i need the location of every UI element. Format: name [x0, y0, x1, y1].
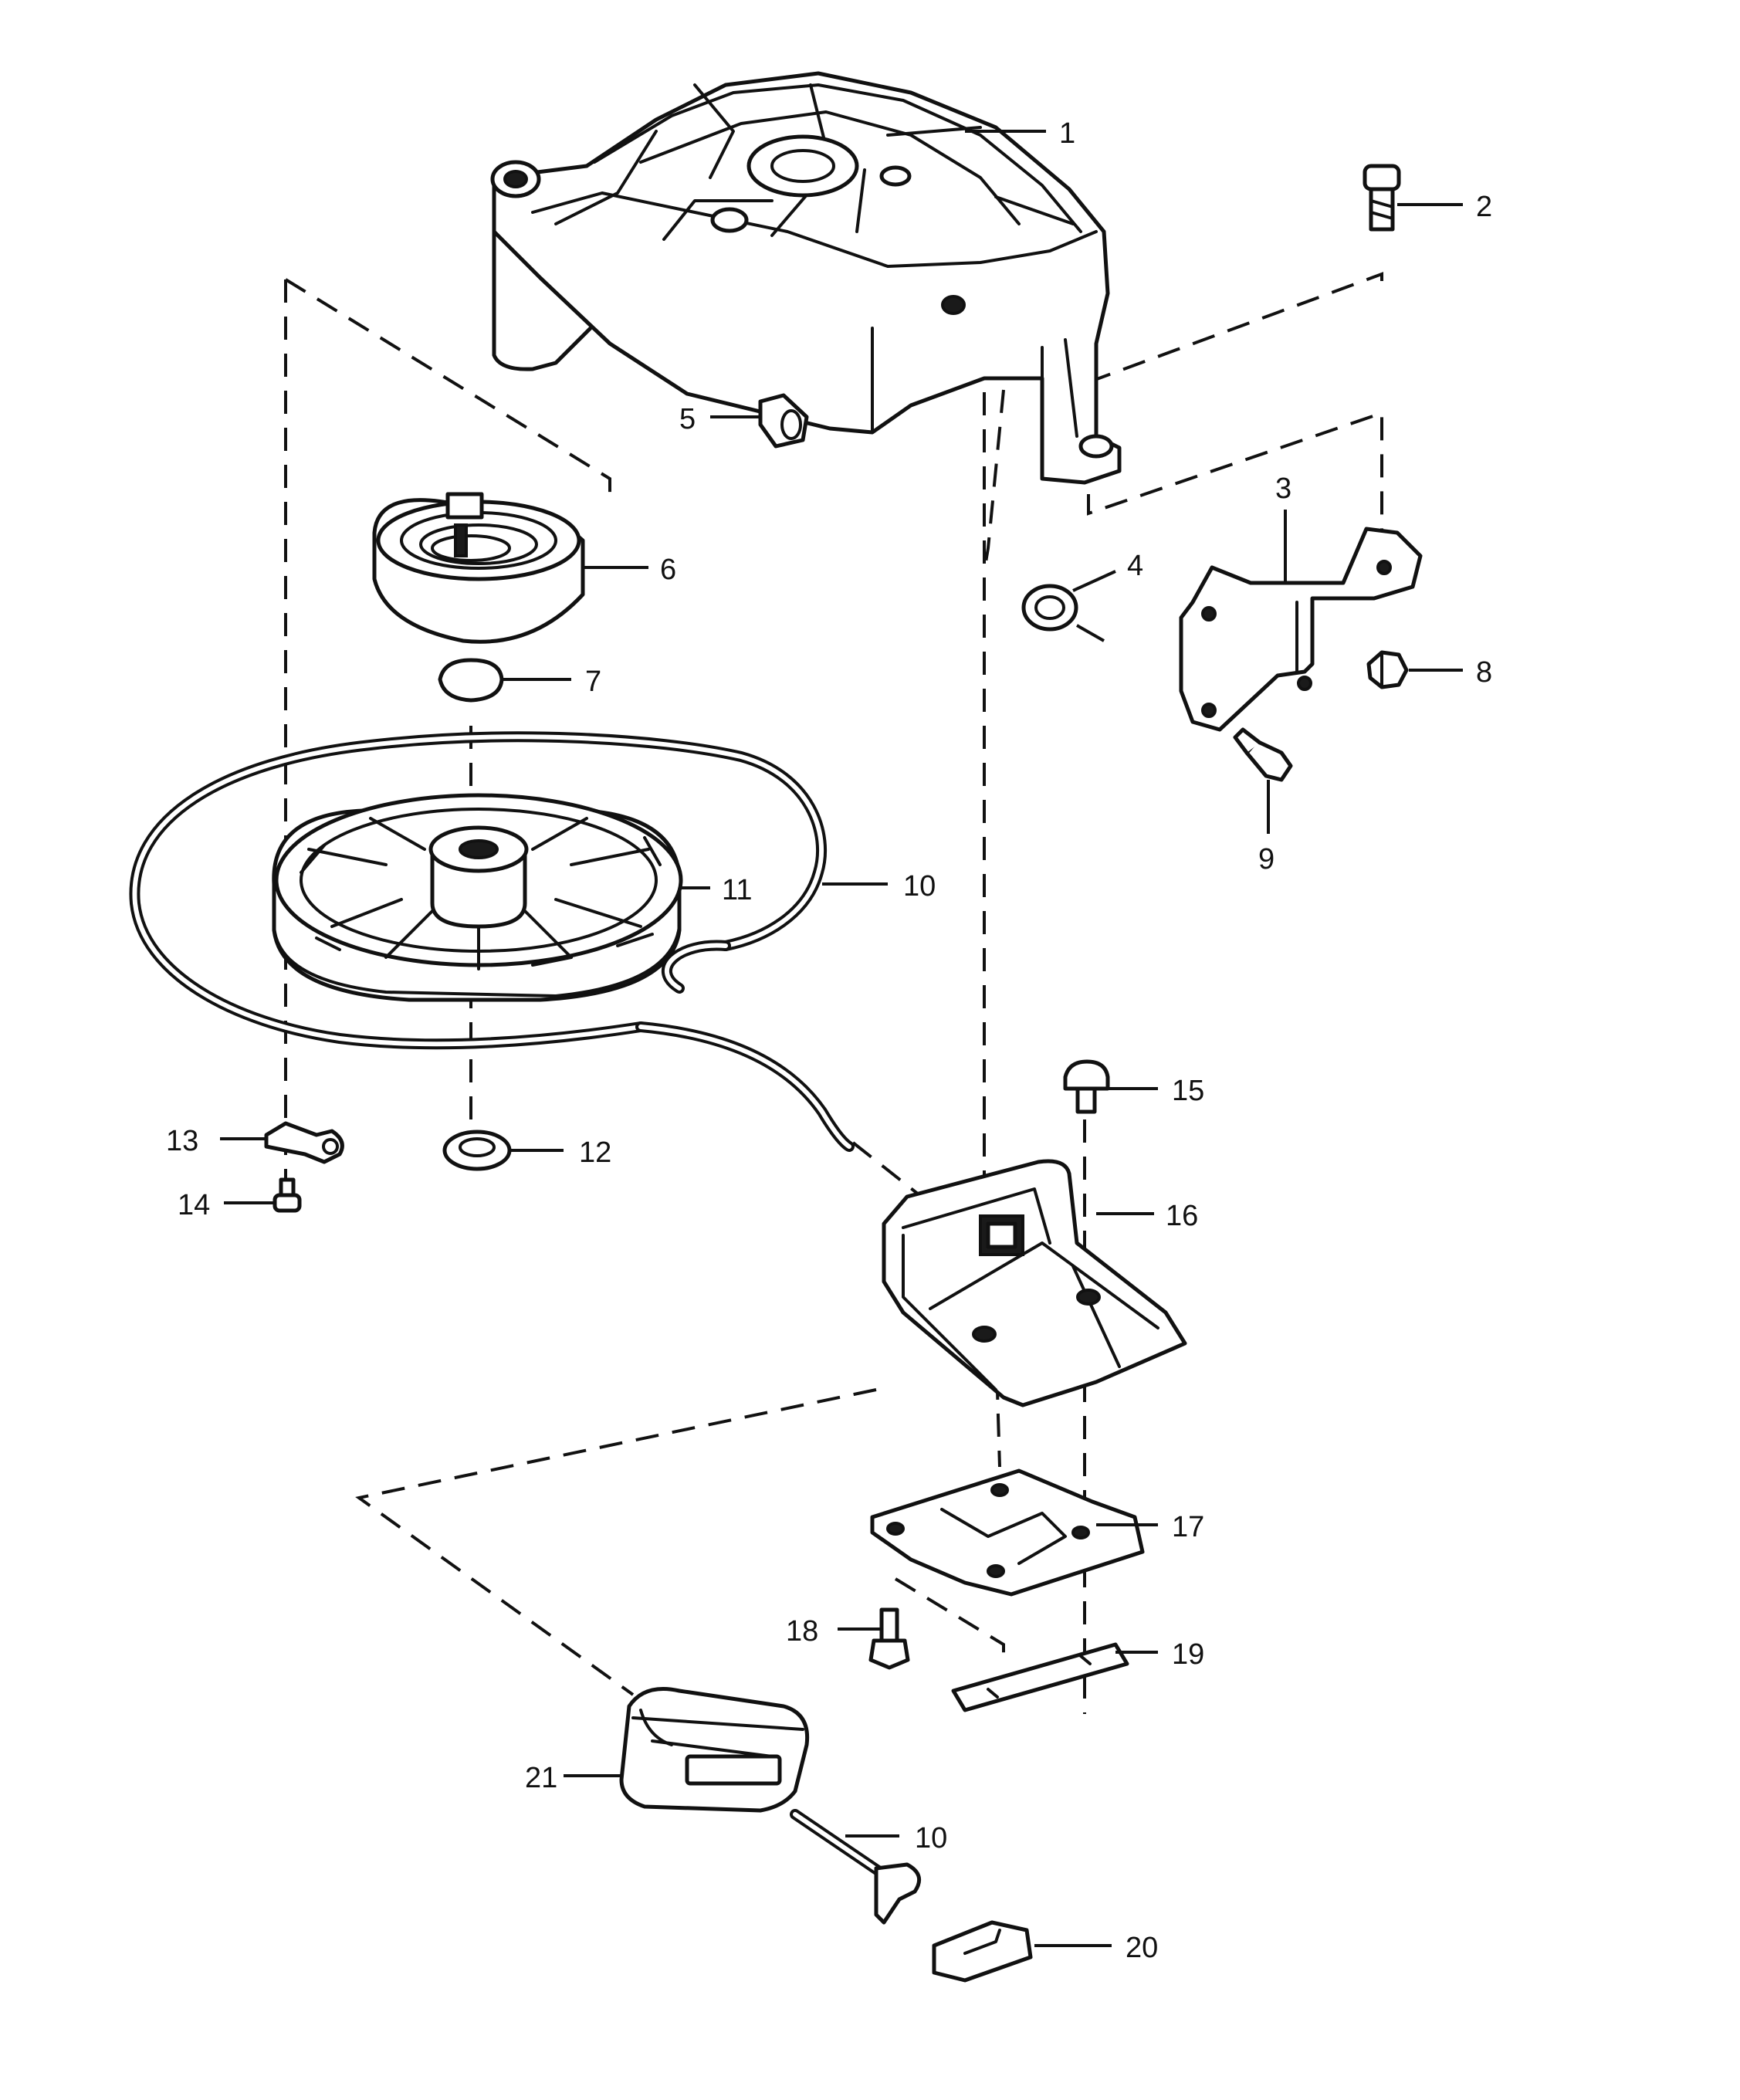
nut — [1366, 650, 1409, 689]
rope-guide — [882, 1159, 1187, 1407]
pawl — [264, 1121, 344, 1164]
callout-10a: 10 — [903, 870, 936, 903]
assembly-dashed-lines — [284, 272, 1383, 1714]
callout-15: 15 — [1172, 1075, 1204, 1107]
callout-14: 14 — [178, 1189, 210, 1221]
callout-19: 19 — [1172, 1638, 1204, 1671]
callout-20: 20 — [1126, 1932, 1158, 1964]
bolt — [1363, 164, 1401, 232]
callout-2: 2 — [1476, 191, 1492, 223]
callout-18: 18 — [786, 1615, 818, 1648]
callout-7: 7 — [585, 666, 601, 698]
starter-rope-coil — [129, 731, 855, 1152]
washer — [1021, 584, 1078, 632]
pawl-screw — [273, 1177, 302, 1213]
callout-5: 5 — [679, 403, 696, 435]
guide-screw — [1063, 1059, 1110, 1114]
starter-rope-end — [790, 1809, 922, 1925]
callout-1: 1 — [1059, 117, 1075, 150]
leader-lines — [220, 130, 1463, 1947]
rope-anchor — [932, 1920, 1033, 1983]
starter-housing — [490, 71, 1122, 485]
spring-housing — [372, 492, 585, 644]
callout-6: 6 — [660, 554, 676, 586]
callout-21: 21 — [525, 1762, 557, 1794]
callout-16: 16 — [1166, 1200, 1198, 1232]
screw — [1233, 727, 1293, 782]
callout-9: 9 — [1258, 843, 1275, 876]
pulley-washer — [442, 1130, 512, 1171]
bushing — [758, 393, 809, 449]
guide-plate — [870, 1468, 1145, 1597]
retainer-strip — [951, 1642, 1129, 1712]
callout-8: 8 — [1476, 656, 1492, 689]
callout-4: 4 — [1127, 550, 1143, 582]
callout-11: 11 — [722, 874, 752, 906]
rope-pulley — [272, 793, 683, 1002]
callout-13: 13 — [166, 1125, 198, 1157]
callout-10b: 10 — [915, 1822, 947, 1854]
cap — [438, 658, 504, 703]
starter-handle — [619, 1687, 810, 1813]
mounting-bracket — [1179, 527, 1423, 732]
callout-3: 3 — [1275, 472, 1291, 505]
callout-12: 12 — [579, 1136, 611, 1169]
callout-17: 17 — [1172, 1511, 1204, 1543]
plate-screw — [868, 1607, 910, 1670]
callout-labels: 1 2 3 4 5 6 7 8 9 10 11 12 13 14 15 16 1… — [166, 117, 1492, 1964]
